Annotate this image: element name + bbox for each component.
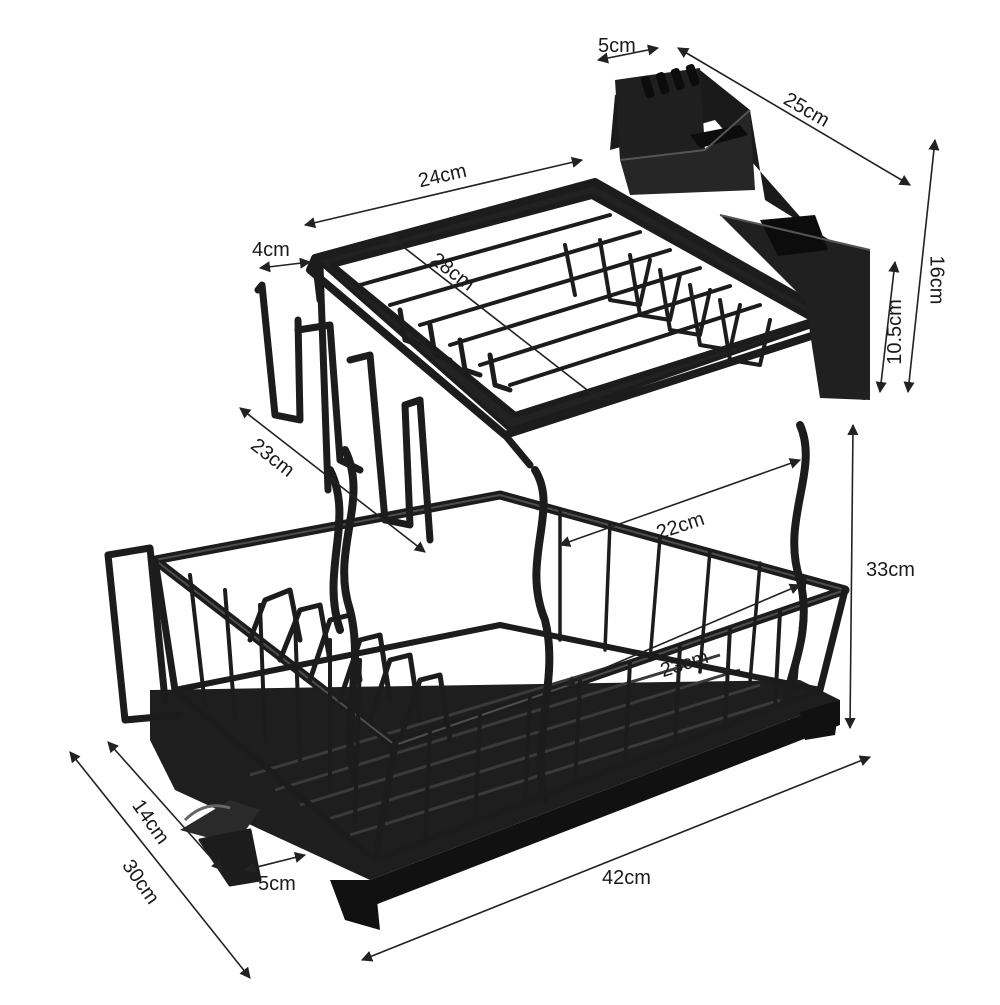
dim-line-top-width [303, 156, 584, 229]
dim-line-depth-total [69, 751, 251, 979]
dim-line-cup-offset [243, 852, 307, 873]
dim-line-holder-height [903, 138, 940, 394]
dim-line-total-height [844, 423, 859, 730]
label-holder-width: 5cm [598, 35, 636, 57]
label-cup-offset: 5cm [258, 873, 296, 895]
label-total-width: 42cm [602, 867, 651, 889]
label-holder-inner-height: 10.5cm [883, 299, 906, 365]
dim-line-holder-depth [677, 47, 911, 186]
label-total-height: 33cm [866, 559, 915, 581]
dimension-lines [69, 44, 940, 979]
dim-line-holder-inner [875, 260, 900, 394]
drip-tray [150, 638, 840, 930]
dim-line-holder-width [596, 44, 660, 64]
label-holder-height: 16cm [925, 255, 948, 305]
dim-line-top-depth-left [239, 407, 426, 553]
label-hook-offset: 4cm [252, 239, 290, 261]
dim-line-top-depth [387, 234, 601, 401]
dim-line-total-width [360, 755, 872, 962]
dim-line-lower-inner [563, 583, 802, 687]
dim-line-hook-offset [258, 257, 312, 273]
dim-line-tier-gap [558, 458, 802, 547]
